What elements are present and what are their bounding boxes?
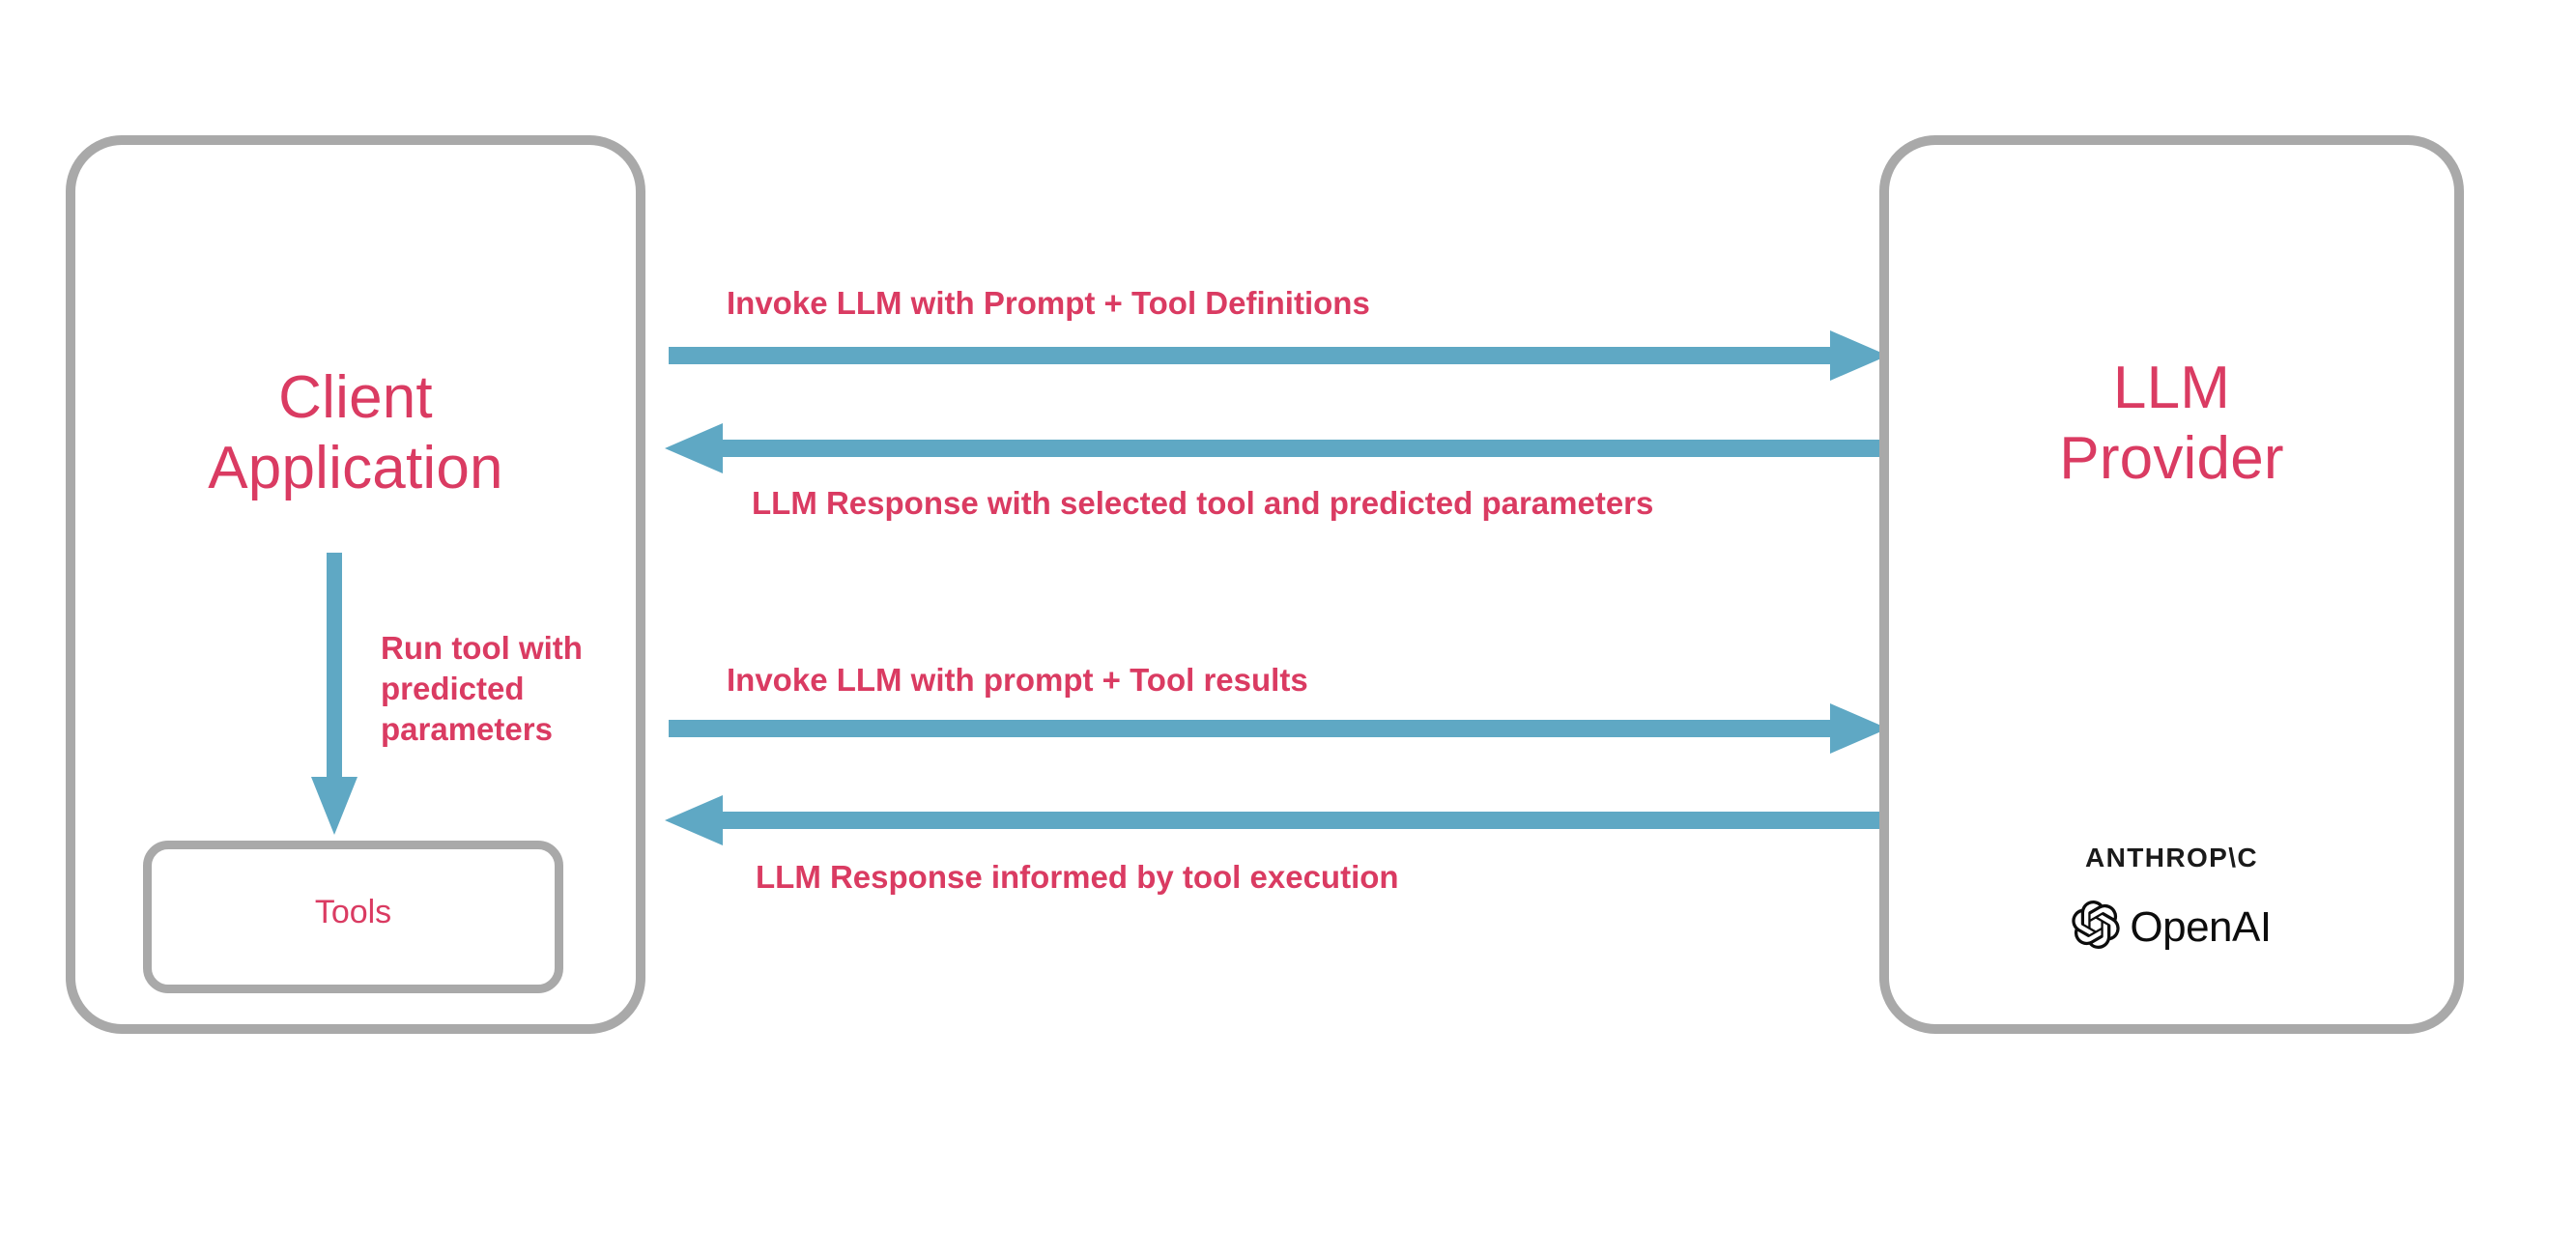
llm-provider-box	[1879, 135, 2464, 1034]
tools-label: Tools	[314, 894, 392, 930]
openai-wordmark: OpenAI	[2130, 902, 2272, 951]
llm-response-informed-arrow	[665, 793, 1884, 847]
run-tool-arrow	[307, 553, 361, 835]
tools-box	[143, 841, 563, 993]
llm-provider-title: LLM Provider	[2059, 355, 2284, 493]
llm-response-selected-tool-label: LLM Response with selected tool and pred…	[752, 485, 1654, 521]
anthropic-logo: ANTHROP\C	[2084, 843, 2259, 872]
openai-logo: OpenAI	[1879, 901, 2464, 954]
invoke-with-tool-results-label: Invoke LLM with prompt + Tool results	[727, 662, 1308, 698]
llm-response-selected-tool-arrow	[665, 421, 1884, 475]
openai-flower-icon	[2072, 901, 2121, 954]
invoke-with-tool-definitions-arrow	[669, 329, 1888, 383]
run-tool-arrow-label: Run tool with predicted parameters	[381, 630, 583, 748]
invoke-with-tool-results-arrow	[669, 701, 1888, 756]
llm-response-informed-label: LLM Response informed by tool execution	[756, 859, 1399, 895]
client-application-title: Client Application	[208, 364, 503, 502]
invoke-with-tool-definitions-label: Invoke LLM with Prompt + Tool Definition…	[727, 285, 1370, 321]
